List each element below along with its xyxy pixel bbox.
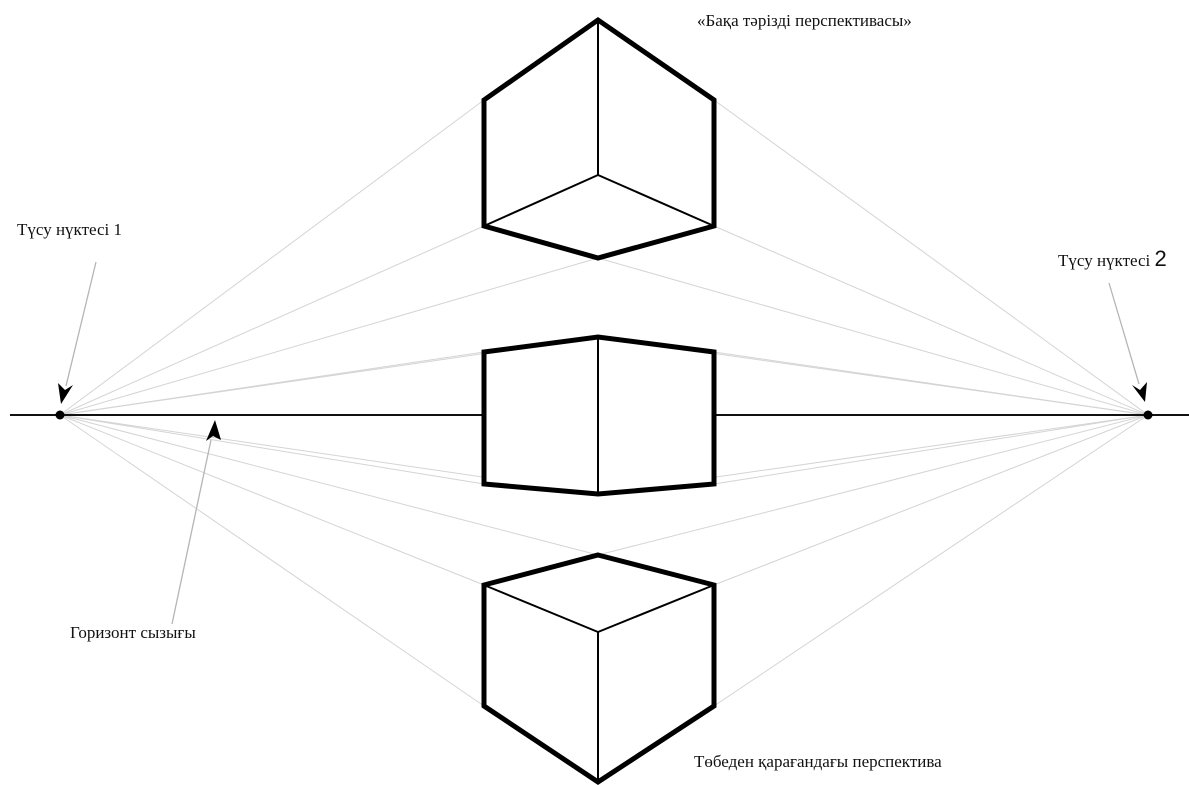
top-cube-inner-edge-right [597,174,715,227]
pointer-horizon-shaft [171,439,212,625]
vanishing-point-1-dot [55,410,65,420]
guide-vp2-top-cube-lower [713,225,1149,416]
vanishing-point-2-label-text: Түсу нүктесі [1058,251,1151,270]
guide-vp1-bottom-cube-upper [59,414,485,586]
bottom-cube-face-right [598,585,714,782]
pointer-vp2-arrowhead-icon [1132,382,1147,402]
vanishing-point-2-label-number: 2 [1154,246,1167,271]
guide-vp1-mid-cube-lower [59,414,485,485]
pointer-vp1-shaft [65,261,97,387]
guide-lines-vp2 [597,99,1149,707]
middle-cube-face-left [484,337,598,494]
vanishing-point-1-label: Түсу нүктесі 1 [17,220,123,239]
guide-vp2-bottom-cube-upper [713,414,1149,586]
bottom-cube [481,552,717,785]
pointer-vp2-shaft [1108,282,1140,385]
bottom-cube-face-top [484,555,714,632]
top-cube-inner-edge-left [483,174,599,227]
middle-cube [481,334,717,497]
pointer-vp1 [58,261,97,404]
bottom-cube-outline [481,552,717,785]
pointer-horizon-arrowhead-icon [206,420,221,441]
guide-vp2-top-cube-upper [713,99,1149,416]
guide-vp1-top-cube-upper [59,99,485,416]
top-cube-face-bottom [484,175,714,258]
vanishing-point-2-label: Түсу нүктесі 2 [1058,246,1167,272]
guide-vp2-bottom-cube-lower [713,414,1149,707]
top-cube-outline [481,16,717,261]
guide-vp1-top-cube-lower [59,225,485,416]
bottom-cube-inner-edge-right [597,584,715,633]
horizon-line-label: Горизонт сызығы [70,623,196,642]
guide-vp2-bottom-cube-top [597,414,1149,556]
vanishing-point-2-dot [1143,410,1153,420]
top-cube [481,16,717,261]
guide-vp2-mid-cube-lower [713,414,1149,485]
guide-vp1-bottom-cube-top [59,414,599,556]
pointer-vp1-arrowhead-icon [58,383,73,404]
guide-vp2-top-cube-front [597,257,1149,416]
bottom-cube-face-left [484,585,598,782]
top-cube-face-left [484,20,598,226]
middle-cube-outline [481,334,717,497]
bottom-view-caption: Төбеден қарағандағы перспектива [694,752,942,771]
pointer-vp2 [1108,282,1147,402]
pointer-horizon [171,420,221,625]
guide-vp1-top-cube-front [59,257,599,416]
middle-cube-face-right [598,337,714,494]
guide-lines-vp1 [59,99,599,707]
bottom-cube-inner-edge-left [483,584,599,633]
top-view-caption: «Бақа тәрізді перспективасы» [697,11,912,30]
top-cube-face-right [598,20,714,226]
guide-vp1-bottom-cube-lower [59,414,485,707]
